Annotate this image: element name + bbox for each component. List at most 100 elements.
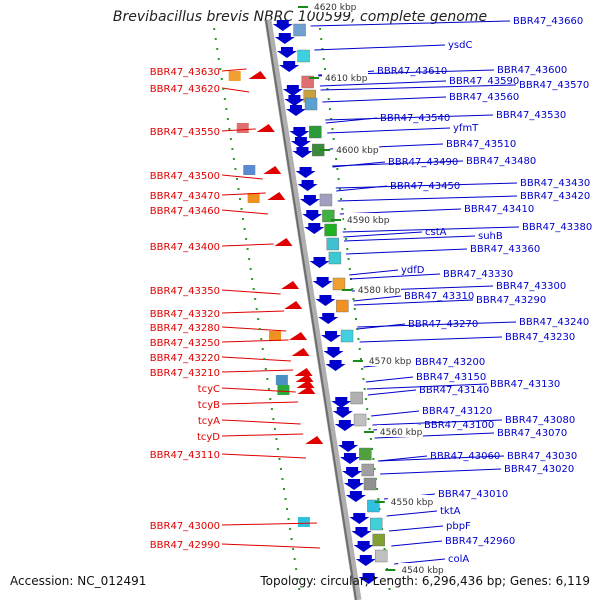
right-gene-label: BBR47_43590 — [449, 76, 519, 87]
right-leader-line — [353, 299, 474, 306]
ruler-label: 4560 kbp — [380, 428, 423, 438]
guide-dot — [275, 438, 278, 440]
genome-title: Brevibacillus brevis NBRC 100599, comple… — [112, 9, 488, 25]
ruler-label: 4540 kbp — [401, 566, 444, 576]
right-gene-label: tktA — [440, 506, 461, 517]
right-gene-arrow — [344, 479, 364, 490]
right-leader-line — [320, 84, 517, 91]
guide-dot — [328, 108, 331, 110]
right-gene-label: BBR47_43240 — [519, 317, 589, 328]
right-gene-box — [336, 299, 349, 313]
guide-dot — [248, 258, 251, 260]
right-gene-box — [304, 97, 318, 111]
guide-dot — [240, 208, 243, 210]
left-gene-label: BBR47_43620 — [150, 84, 220, 95]
right-gene-arrow — [312, 277, 333, 288]
left-gene-label: tcyD — [197, 432, 220, 443]
left-gene-arrow — [305, 436, 324, 444]
guide-dot — [342, 218, 345, 220]
left-gene-box — [297, 517, 310, 527]
right-leader-line — [365, 376, 414, 383]
guide-dot — [228, 128, 231, 130]
ruler-label-bg — [376, 425, 423, 437]
left-gene-label: BBR47_43550 — [150, 127, 220, 138]
right-gene-arrow — [318, 313, 339, 324]
right-gene-label: BBR47_43010 — [438, 489, 508, 500]
ruler-label-bg — [322, 71, 368, 83]
right-gene-arrow — [332, 407, 353, 418]
left-gene-label: tcyC — [198, 384, 220, 395]
guide-dot — [231, 148, 234, 150]
ruler-label-bg — [310, 0, 357, 12]
right-gene-label: BBR47_43660 — [513, 16, 583, 27]
right-gene-box — [350, 391, 363, 405]
left-gene-label: tcyB — [198, 400, 220, 411]
ruler-label: 4550 kbp — [391, 498, 434, 508]
right-gene-label: BBR47_43290 — [476, 295, 546, 306]
guide-dot — [327, 98, 330, 100]
right-gene-label: BBR47_43030 — [507, 451, 577, 462]
guide-dot — [278, 458, 281, 460]
guide-dot — [335, 158, 338, 160]
guide-dot — [364, 398, 367, 400]
right-gene-label: ydfD — [401, 265, 425, 276]
right-gene-box — [319, 193, 333, 207]
left-leader-line — [221, 419, 301, 425]
guide-dot — [213, 28, 216, 30]
guide-dot — [326, 88, 329, 90]
left-leader-line — [221, 310, 285, 314]
guide-dot — [223, 98, 226, 100]
guide-dot — [266, 378, 269, 380]
left-gene-arrow — [291, 348, 310, 356]
left-gene-label: BBR47_43220 — [150, 353, 220, 364]
guide-dot — [226, 118, 229, 120]
right-gene-label: BBR47_43610 — [377, 66, 447, 77]
right-gene-arrow — [355, 555, 376, 566]
ruler-label-bg — [354, 283, 401, 295]
genome-axis-edge — [265, 19, 357, 600]
guide-dot — [269, 398, 272, 400]
guide-dot — [276, 448, 279, 450]
left-gene-label: BBR47_42990 — [150, 540, 220, 551]
right-leader-line — [349, 273, 441, 280]
guide-dot — [270, 408, 273, 410]
ruler-label-bg — [344, 213, 391, 225]
right-gene-box — [309, 125, 322, 139]
right-gene-label: BBR47_43330 — [443, 269, 513, 280]
guide-dot — [347, 258, 350, 260]
guide-dot — [367, 418, 370, 420]
guide-dot — [346, 248, 349, 250]
guide-dot — [272, 418, 275, 420]
right-gene-arrow — [297, 180, 318, 191]
ruler-label-bg — [398, 563, 445, 575]
guide-dot — [261, 348, 264, 350]
guide-dot — [368, 428, 371, 430]
left-leader-line — [221, 128, 256, 132]
left-gene-label: BBR47_43470 — [150, 191, 220, 202]
right-gene-label: BBR47_43120 — [422, 406, 492, 417]
accession-label: Accession: NC_012491 — [10, 574, 147, 588]
left-leader-line — [221, 87, 250, 93]
guide-dot — [341, 208, 344, 210]
right-leader-line — [332, 160, 464, 167]
guide-dot — [257, 318, 260, 320]
right-gene-box — [293, 23, 306, 37]
guide-dot — [296, 578, 299, 580]
guide-dot — [260, 338, 263, 340]
right-gene-box — [328, 251, 342, 265]
guide-dot — [246, 248, 249, 250]
guide-dot — [373, 468, 376, 470]
guide-dot — [323, 68, 326, 70]
left-gene-box — [236, 123, 249, 133]
right-gene-label: BBR47_43100 — [424, 420, 494, 431]
right-gene-label: BBR47_43130 — [490, 379, 560, 390]
guide-dot — [249, 268, 252, 270]
guide-dot — [321, 48, 324, 50]
left-gene-box — [275, 375, 288, 385]
ruler-label: 4610 kbp — [325, 74, 368, 84]
right-gene-arrow — [279, 61, 300, 72]
left-strand-layer: BBR47_43630BBR47_43620BBR47_43550BBR47_4… — [150, 67, 324, 551]
right-gene-label: suhB — [478, 231, 503, 242]
right-gene-box — [297, 49, 310, 63]
